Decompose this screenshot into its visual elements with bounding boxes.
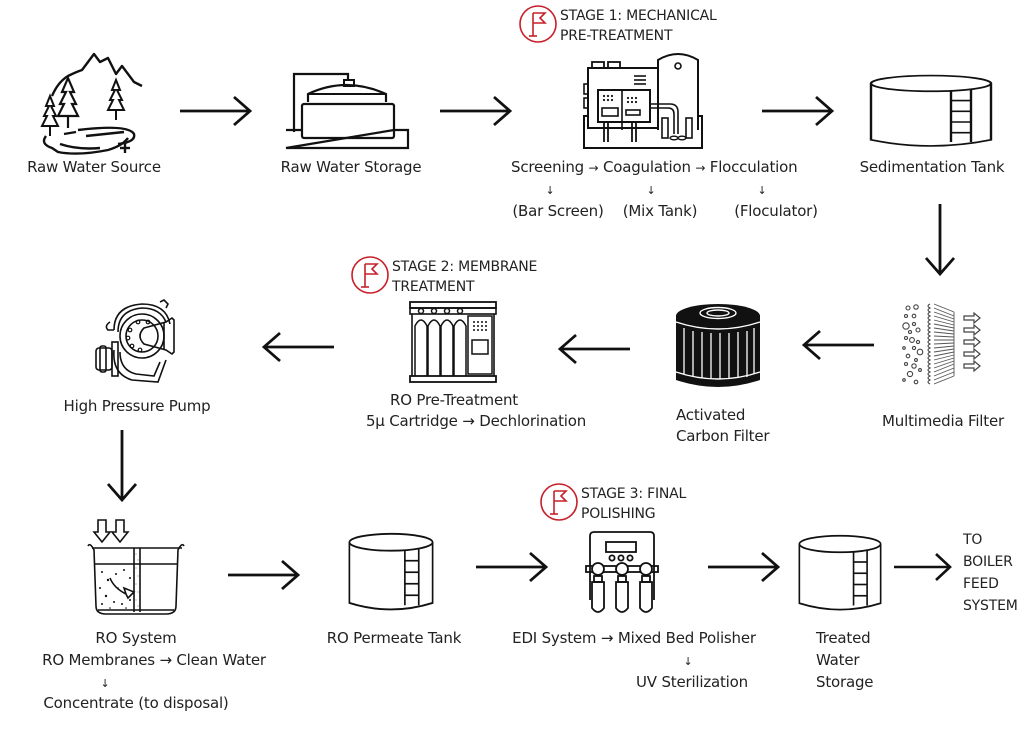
substep-down-arrow: ↓ <box>757 184 767 197</box>
activated-carbon-label-2: Carbon Filter <box>676 427 770 445</box>
stage-1-title: STAGE 1: MECHANICAL <box>560 8 717 24</box>
cartridge-rack-icon <box>409 301 497 383</box>
flow-arrow-right <box>476 551 549 583</box>
stage-1-subtitle: PRE-TREATMENT <box>560 28 673 44</box>
flow-arrow-left <box>557 333 630 365</box>
multimedia-filter-label: Multimedia Filter <box>882 412 1004 430</box>
ro-system-label-3: Concentrate (to disposal) <box>43 694 229 712</box>
flow-arrow-down <box>924 204 956 277</box>
mechanical-steps: Screening → Coagulation → Flocculation <box>511 157 798 179</box>
treated-water-label-2: Water <box>816 651 860 669</box>
carbon-cartridge-icon <box>675 304 761 387</box>
destination-label-3: FEED <box>963 576 999 592</box>
step-coagulation: Coagulation <box>602 158 691 176</box>
activated-carbon-label-1: Activated <box>676 406 746 424</box>
edi-system-label-2: UV Sterilization <box>636 673 748 691</box>
substep-bar-screen: (Bar Screen) <box>512 202 604 220</box>
stage-2-subtitle: TREATMENT <box>392 279 475 295</box>
step-arrow: → <box>695 161 706 175</box>
flow-arrow-right <box>180 95 253 127</box>
membrane-beaker-icon <box>87 519 185 615</box>
stage-2-title: STAGE 2: MEMBRANE <box>392 259 538 275</box>
step-screening: Screening <box>511 158 584 176</box>
flow-arrow-right <box>708 551 781 583</box>
raw-water-storage-label: Raw Water Storage <box>280 158 422 176</box>
tank-ladder-icon <box>869 74 993 148</box>
sedimentation-tank-label: Sedimentation Tank <box>859 158 1005 176</box>
stage-3-heading: STAGE 3: FINAL POLISHING <box>540 483 687 524</box>
tank-ladder-icon <box>798 534 882 611</box>
substep-mix-tank: (Mix Tank) <box>622 202 698 220</box>
substep-floculator: (Floculator) <box>734 202 818 220</box>
stage-3-subtitle: POLISHING <box>581 506 656 522</box>
ro-system-label-2: RO Membranes → Clean Water <box>42 651 266 669</box>
pump-icon <box>95 299 175 383</box>
edi-unit-icon <box>585 531 659 613</box>
step-flocculation: Flocculation <box>709 158 798 176</box>
destination-label-2: BOILER <box>963 554 1013 570</box>
treated-water-label-1: Treated <box>816 629 871 647</box>
ro-permeate-tank-label: RO Permeate Tank <box>326 629 462 647</box>
edi-system-label-1: EDI System → Mixed Bed Polisher <box>512 629 756 647</box>
destination-label-1: TO <box>963 532 983 548</box>
flow-arrow-left <box>801 329 874 361</box>
treated-water-label-3: Storage <box>816 673 874 691</box>
ro-system-down-arrow: ↓ <box>100 677 110 690</box>
edi-system-down-arrow: ↓ <box>683 655 693 668</box>
stage-2-heading: STAGE 2: MEMBRANE TREATMENT <box>351 256 538 297</box>
stage-1-heading: STAGE 1: MECHANICAL PRE-TREATMENT <box>519 5 717 46</box>
tank-ladder-icon <box>348 532 434 611</box>
flow-arrow-down <box>106 430 138 503</box>
treatment-plant-icon <box>583 53 703 149</box>
ro-pretreatment-label-2: 5µ Cartridge → Dechlorination <box>365 412 587 430</box>
flow-arrow-right <box>894 553 952 581</box>
lake-mountain-icon <box>40 52 143 155</box>
destination-label-4: SYSTEM <box>963 598 1018 614</box>
substep-down-arrow: ↓ <box>646 184 656 197</box>
stage-3-title: STAGE 3: FINAL <box>581 486 687 502</box>
raw-water-source-label: Raw Water Source <box>27 158 161 176</box>
flow-arrow-right <box>440 95 513 127</box>
ro-system-label-1: RO System <box>95 629 177 647</box>
filter-media-icon <box>902 303 981 385</box>
flag-icon <box>351 256 389 294</box>
flag-icon <box>519 5 557 43</box>
flow-arrow-right <box>762 95 835 127</box>
substep-down-arrow: ↓ <box>545 184 555 197</box>
flag-icon <box>540 483 578 521</box>
flow-arrow-left <box>261 331 334 363</box>
flow-arrow-right <box>228 559 301 591</box>
high-pressure-pump-label: High Pressure Pump <box>63 397 211 415</box>
step-arrow: → <box>588 161 599 175</box>
ro-pretreatment-label-1: RO Pre-Treatment <box>389 391 518 409</box>
storage-tank-icon <box>285 72 410 150</box>
